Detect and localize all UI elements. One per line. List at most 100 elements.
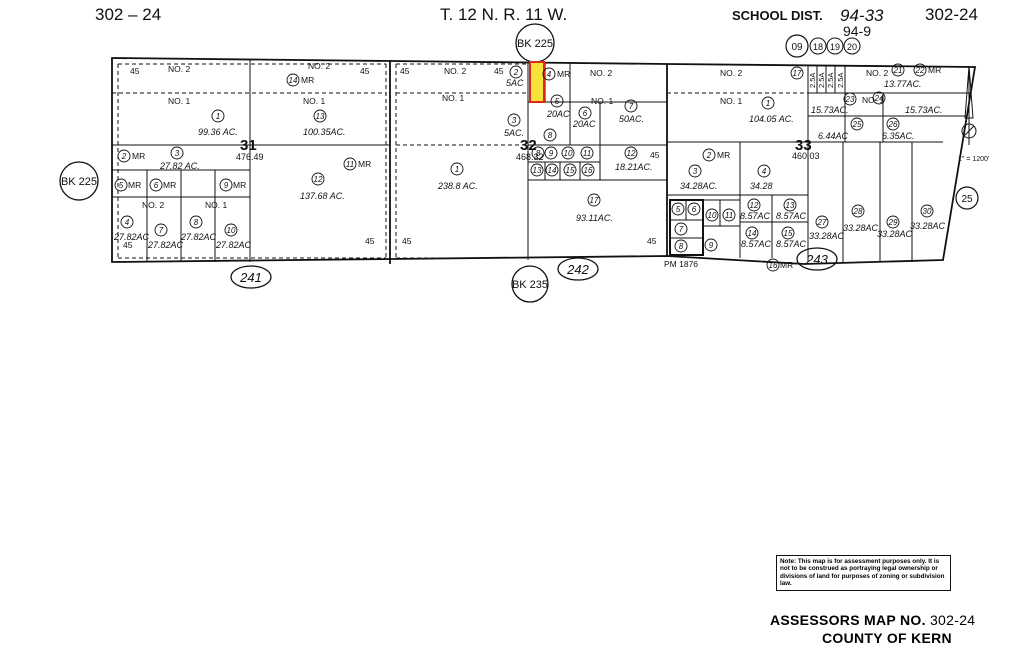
strip-3: 2.5A [826, 73, 835, 88]
svg-text:7: 7 [629, 102, 634, 111]
acreage-32-6: 20AC [572, 119, 596, 129]
label-no2-31c: NO. 2 [142, 200, 164, 210]
acreage-31-13: 100.35AC. [303, 127, 346, 137]
acreage-33-23: 15.73AC. [811, 105, 849, 115]
book-ref-top[interactable]: BK 225 [515, 23, 555, 63]
adjacent-19: 19 [830, 42, 840, 52]
svg-text:12: 12 [750, 201, 759, 210]
sheet-ref-243[interactable]: 243 [796, 247, 838, 271]
svg-text:11: 11 [725, 211, 733, 220]
sheet-ref-242-label: 242 [566, 262, 589, 277]
svg-text:4: 4 [125, 218, 130, 227]
svg-text:16: 16 [769, 261, 778, 270]
sheet-ref-242[interactable]: 242 [557, 257, 599, 281]
acreage-32-12: 18.21AC. [615, 162, 653, 172]
acreage-31-3: 27.82 AC. [159, 161, 200, 171]
adjacent-20: 20 [847, 42, 857, 52]
svg-text:11: 11 [583, 149, 591, 158]
section-32-parcel-lines [527, 62, 667, 260]
svg-text:8: 8 [548, 131, 553, 140]
svg-text:1: 1 [455, 165, 459, 174]
acreage-31-4: 27.82AC [113, 232, 150, 242]
map-number-top-right: 302-24 [925, 5, 978, 24]
mr-4-32: MR [557, 69, 570, 79]
mr-labels: MR MR MR MR MR MR MR MR MR MR [128, 65, 941, 270]
highlighted-parcel[interactable] [529, 61, 545, 103]
acreage-31-7: 27.82AC [147, 240, 184, 250]
svg-text:4: 4 [762, 167, 767, 176]
svg-text:27: 27 [817, 218, 827, 227]
marker-45-c: 45 [400, 66, 410, 76]
acreage-33-14: 8.57AC [741, 239, 772, 249]
svg-text:2: 2 [706, 151, 712, 160]
svg-text:12: 12 [627, 149, 636, 158]
svg-text:30: 30 [923, 207, 932, 216]
svg-text:13: 13 [533, 166, 542, 175]
acreage-32-7: 50AC. [619, 114, 644, 124]
marker-45-e: 45 [650, 150, 660, 160]
sheet-ref-241[interactable]: 241 [230, 265, 272, 289]
acreage-33-30: 33.28AC [910, 221, 946, 231]
svg-text:5: 5 [119, 181, 124, 190]
marker-45-f: 45 [123, 240, 133, 250]
book-ref-left-label: BK 225 [61, 176, 97, 188]
acreage-33-28: 33.28AC [843, 223, 879, 233]
acreage-33-24: 15.73AC. [905, 105, 943, 115]
strip-4: 2.5A [836, 73, 845, 88]
township-range: T. 12 N. R. 11 W. [440, 5, 567, 24]
label-no1-31c: NO. 1 [205, 200, 227, 210]
svg-text:5: 5 [555, 97, 560, 106]
svg-text:6: 6 [692, 205, 697, 214]
strip-2: 2.5A [817, 73, 826, 88]
svg-text:7: 7 [679, 225, 684, 234]
acreage-32-2: 5AC [506, 78, 524, 88]
label-no2-33: NO. 2 [720, 68, 742, 78]
acreage-32-1: 238.8 AC. [437, 181, 478, 191]
adjacent-circles: 09 18 19 20 25 [785, 34, 979, 210]
svg-text:11: 11 [346, 160, 354, 169]
mr-11: MR [358, 159, 371, 169]
svg-text:6: 6 [154, 181, 159, 190]
map-number-value: 302-24 [929, 612, 976, 628]
section-31-parcel-lines [112, 60, 390, 262]
svg-text:17: 17 [793, 69, 802, 78]
north-arrow-icon [961, 65, 977, 145]
svg-text:17: 17 [590, 196, 599, 205]
svg-text:16: 16 [584, 166, 593, 175]
svg-text:2: 2 [513, 68, 519, 77]
label-no1-31b: NO. 1 [303, 96, 325, 106]
acreage-32-5: 20AC [546, 109, 570, 119]
section-32-dashed-lines [395, 63, 528, 259]
svg-text:8: 8 [679, 242, 684, 251]
label-no1-31a: NO. 1 [168, 96, 190, 106]
label-no2-32b: NO. 2 [590, 68, 612, 78]
book-ref-bottom[interactable]: BK 235 [511, 265, 549, 303]
mr-9: MR [233, 180, 246, 190]
acreage-33-13: 8.57AC [776, 211, 807, 221]
svg-text:28: 28 [853, 207, 863, 216]
parcel-map-reference: PM 1876 [664, 259, 698, 269]
title-block: ASSESSORS MAP NO. 302-24 COUNTY OF KERN [770, 612, 1010, 646]
acreage-33-3: 34.28AC. [680, 181, 718, 191]
adjacent-09: 09 [791, 42, 803, 53]
acreage-31-12: 137.68 AC. [300, 191, 345, 201]
svg-text:9: 9 [224, 181, 229, 190]
assessors-map-line: ASSESSORS MAP NO. 302-24 [770, 612, 1010, 628]
svg-text:10: 10 [708, 211, 717, 220]
marker-45-a: 45 [130, 66, 140, 76]
label-no2-33b: NO. 2 [866, 68, 888, 78]
label-no2-32: NO. 2 [444, 66, 466, 76]
section-32-acreage: 468.32 [516, 152, 544, 162]
svg-text:10: 10 [564, 149, 573, 158]
book-ref-bottom-label: BK 235 [512, 279, 548, 291]
book-ref-left[interactable]: BK 225 [59, 161, 99, 201]
svg-text:14: 14 [289, 76, 298, 85]
map-boundary [111, 57, 977, 265]
svg-text:6: 6 [583, 109, 588, 118]
school-district-label: SCHOOL DIST. [732, 8, 823, 23]
book-ref-top-label: BK 225 [517, 38, 553, 50]
svg-text:15: 15 [784, 229, 793, 238]
svg-text:1: 1 [216, 112, 220, 121]
pm-1876-lots [669, 199, 740, 256]
